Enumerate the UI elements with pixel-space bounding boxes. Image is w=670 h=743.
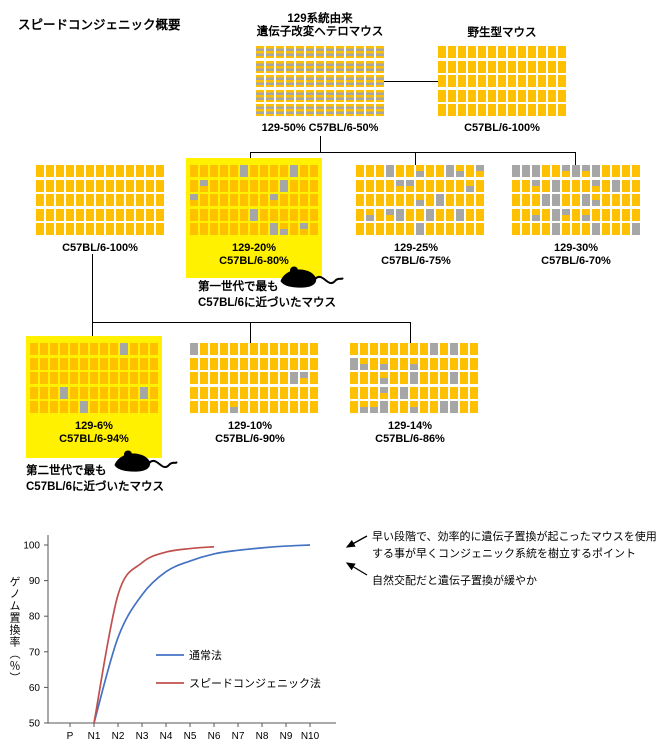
gen1-note-line2: C57BL/6に近づいたマウス — [198, 297, 337, 309]
gen1-b6-caption: C57BL/6-100% — [62, 242, 138, 254]
connector-line — [250, 152, 251, 160]
svg-text:N10: N10 — [301, 731, 320, 742]
gen1-25-caption1: 129-25% — [393, 242, 439, 254]
gen2-10-caption1: 129-10% — [227, 420, 273, 432]
gen1-30-caption1: 129-30% — [553, 242, 599, 254]
gen1-20-caption2: C57BL/6-80% — [219, 255, 289, 267]
connector-line — [410, 322, 411, 343]
svg-text:スピードコンジェニック法: スピードコンジェニック法 — [189, 676, 321, 690]
svg-text:50: 50 — [29, 719, 41, 730]
chart-y-axis-label: ゲノム置換率（％） — [8, 576, 20, 684]
connector-line — [384, 81, 438, 82]
chromosome-grid-gen1-20 — [190, 165, 318, 235]
svg-text:N9: N9 — [280, 731, 293, 742]
mouse-icon — [280, 266, 344, 288]
svg-text:N8: N8 — [256, 731, 269, 742]
arrow-icon — [345, 562, 368, 576]
gen2-6-caption1: 129-6% — [75, 420, 113, 432]
chromosome-grid-gen1-30 — [512, 165, 640, 235]
annotation-line2: する事が早くコンジェニック系統を樹立するポイント — [372, 548, 636, 560]
svg-text:90: 90 — [29, 576, 41, 587]
hetero-parent-caption: 129-50% C57BL/6-50% — [261, 122, 379, 134]
connector-line — [575, 152, 576, 165]
connector-line — [320, 136, 321, 152]
chromosome-grid-gen1-25 — [356, 165, 484, 235]
svg-text:80: 80 — [29, 612, 41, 623]
connector-line — [92, 322, 93, 336]
svg-text:70: 70 — [29, 647, 41, 658]
svg-text:60: 60 — [29, 683, 41, 694]
connector-line — [250, 152, 576, 153]
chromosome-grid-gen2-14 — [350, 343, 478, 413]
gen1-25-caption2: C57BL/6-75% — [381, 255, 451, 267]
hetero-parent-label-line2: 遺伝子改変ヘテロマウス — [256, 26, 384, 38]
arrow-icon — [345, 535, 368, 548]
svg-text:N6: N6 — [208, 731, 221, 742]
gen2-note-line2: C57BL/6に近づいたマウス — [26, 481, 165, 493]
svg-text:N4: N4 — [160, 731, 173, 742]
svg-text:通常法: 通常法 — [189, 648, 222, 662]
gen2-10-caption2: C57BL/6-90% — [215, 433, 285, 445]
chromosome-grid-gen1-b6 — [36, 165, 164, 235]
wild-parent-caption: C57BL/6-100% — [464, 122, 540, 134]
svg-text:P: P — [67, 731, 74, 742]
svg-text:N5: N5 — [184, 731, 197, 742]
connector-line — [92, 254, 93, 322]
svg-text:N1: N1 — [88, 731, 101, 742]
annotation-line1: 早い段階で、効率的に遺伝子置換が起こったマウスを使用 — [372, 531, 657, 543]
connector-line — [250, 322, 251, 343]
connector-line — [92, 322, 410, 323]
annotation-line3: 自然交配だと遺伝子置換が緩やか — [372, 575, 537, 587]
chromosome-grid-hetero-parent — [256, 46, 384, 116]
hetero-parent-label: 129系統由来 遺伝子改変ヘテロマウス — [230, 13, 410, 39]
chromosome-grid-gen2-6 — [30, 343, 158, 413]
svg-text:N7: N7 — [232, 731, 245, 742]
gen2-note-line1: 第二世代で最も — [26, 465, 107, 477]
wild-parent-label: 野生型マウス — [467, 27, 537, 39]
chromosome-grid-gen2-10 — [190, 343, 318, 413]
gen2-14-caption2: C57BL/6-86% — [375, 433, 445, 445]
gen1-note-line1: 第一世代で最も — [198, 281, 279, 293]
chromosome-grid-wild-parent — [438, 46, 566, 116]
page-title: スピードコンジェニック概要 — [18, 18, 181, 32]
gen1-20-caption1: 129-20% — [231, 242, 277, 254]
svg-text:N2: N2 — [112, 731, 125, 742]
connector-line — [415, 152, 416, 165]
gen2-14-caption1: 129-14% — [387, 420, 433, 432]
gen1-30-caption2: C57BL/6-70% — [541, 255, 611, 267]
svg-text:N3: N3 — [136, 731, 149, 742]
svg-text:100: 100 — [23, 541, 40, 552]
gen2-6-caption2: C57BL/6-94% — [59, 433, 129, 445]
hetero-parent-label-line1: 129系統由来 — [287, 13, 353, 25]
mouse-icon — [114, 450, 178, 472]
